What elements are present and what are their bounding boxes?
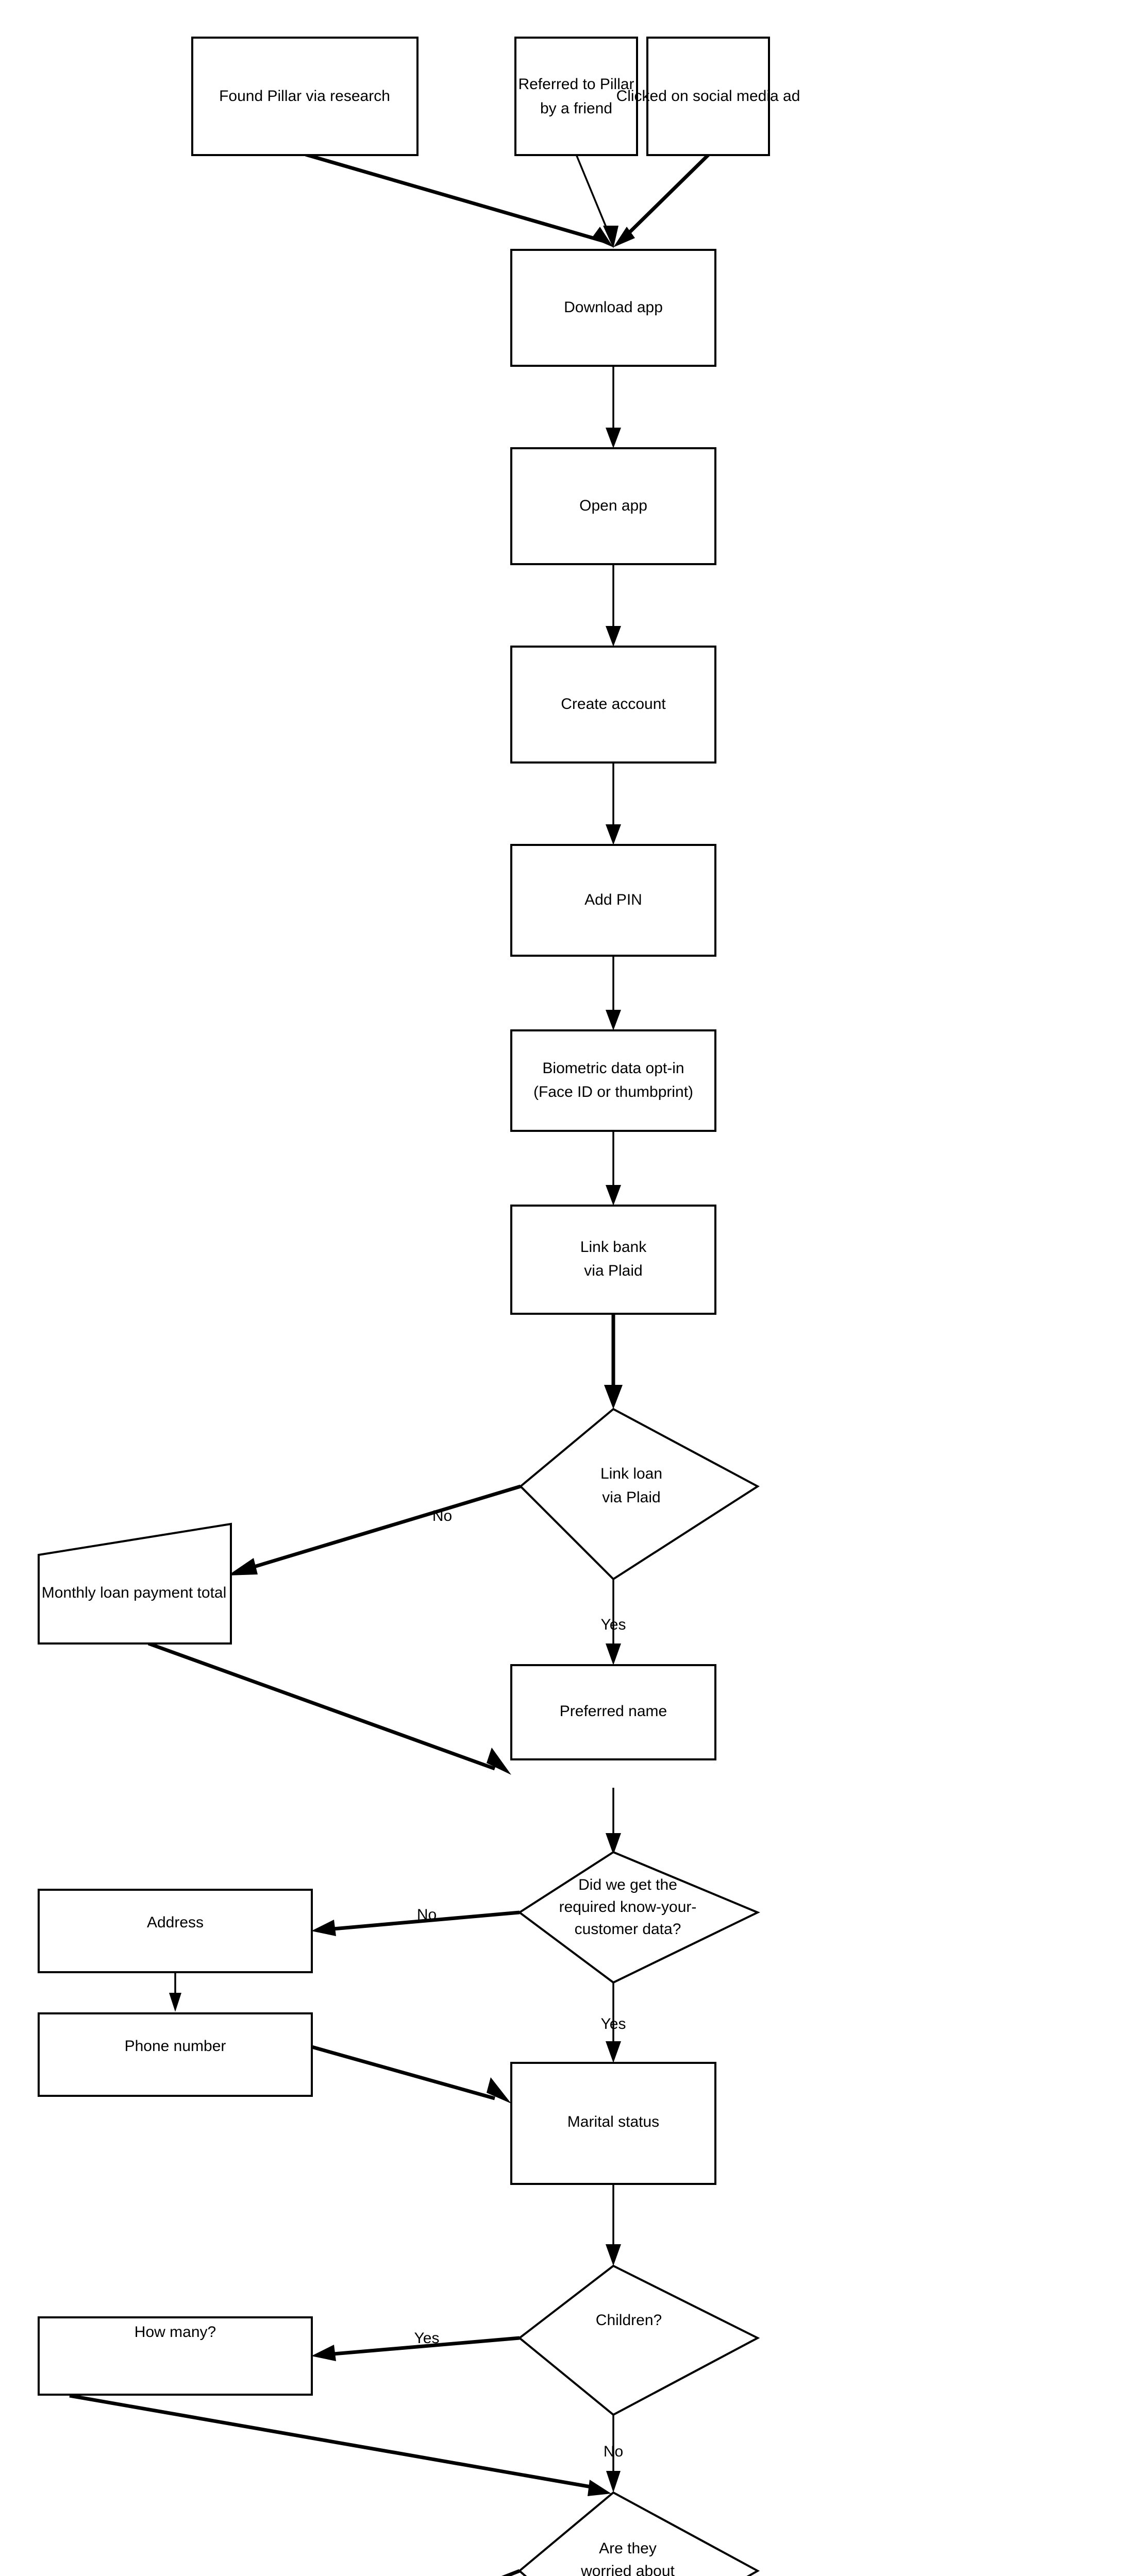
node-label: Open app bbox=[579, 497, 647, 514]
edge-found-research-to-download-app bbox=[305, 152, 613, 247]
edge-label-kyc-yes: Yes bbox=[601, 2015, 626, 2032]
node-download-app[interactable]: Download app bbox=[510, 249, 716, 367]
node-label-line2: (Face ID or thumbprint) bbox=[533, 1083, 693, 1100]
node-label-line1: Biometric data opt-in bbox=[542, 1060, 684, 1077]
node-label: Download app bbox=[564, 299, 663, 316]
node-label: Address bbox=[147, 1914, 204, 1931]
edge-kyc-no-to-address bbox=[311, 1910, 520, 1936]
edge-referred-friend-to-download-app bbox=[575, 154, 618, 248]
node-label-line3: customer data? bbox=[575, 1921, 681, 1938]
node-found-pillar-via-research[interactable]: Found Pillar via research bbox=[191, 37, 419, 156]
node-create-account[interactable]: Create account bbox=[510, 646, 716, 764]
edge-open-app-to-create-account bbox=[606, 564, 621, 647]
node-how-many[interactable]: How many? bbox=[38, 2316, 313, 2396]
node-label-line1: Referred to Pillar bbox=[518, 76, 634, 93]
edge-create-account-to-add-pin bbox=[606, 762, 621, 845]
edge-link-bank-to-link-loan bbox=[604, 1314, 623, 1409]
edge-worried-no-to-pay-smarter bbox=[501, 2569, 521, 2576]
edge-phone-number-to-marital-status bbox=[311, 2045, 511, 2104]
edge-children-yes-to-how-many bbox=[311, 2336, 520, 2361]
edge-preferred-name-to-kyc bbox=[606, 1788, 621, 1855]
edge-download-app-to-open-app bbox=[606, 366, 621, 448]
edge-label-kyc-no: No bbox=[417, 1906, 437, 1923]
node-marital-status[interactable]: Marital status bbox=[510, 2062, 716, 2185]
node-label-line1: Did we get the bbox=[578, 1876, 677, 1893]
edge-kyc-yes-to-marital-status bbox=[606, 1982, 621, 2063]
node-label-line1: Link bank bbox=[580, 1239, 647, 1256]
edge-label-link-loan-no: No bbox=[432, 1507, 452, 1524]
node-open-app[interactable]: Open app bbox=[510, 447, 716, 565]
node-label-line1: Link loan bbox=[600, 1465, 662, 1482]
node-label: Add PIN bbox=[584, 891, 642, 908]
node-label: Children? bbox=[596, 2312, 662, 2329]
node-label: Found Pillar via research bbox=[219, 88, 390, 105]
edge-how-many-to-worried-loans bbox=[69, 2394, 611, 2496]
node-label-line2: worried about bbox=[580, 2563, 675, 2576]
node-label-line2: by a friend bbox=[540, 100, 612, 117]
node-label: Phone number bbox=[125, 2038, 226, 2055]
node-children-decision[interactable]: Children? bbox=[517, 2264, 760, 2416]
node-label-line2: via Plaid bbox=[602, 1489, 660, 1506]
node-preferred-name[interactable]: Preferred name bbox=[510, 1664, 716, 1760]
node-label-line2: required know-your- bbox=[559, 1899, 697, 1916]
edge-link-loan-yes-to-preferred-name bbox=[606, 1579, 621, 1665]
node-label: How many? bbox=[135, 2324, 216, 2341]
node-label-line1: Are they bbox=[599, 2540, 657, 2557]
node-label-line2: via Plaid bbox=[584, 1262, 642, 1279]
node-clicked-on-social-media-ad[interactable]: Clicked on social media ad bbox=[616, 37, 800, 156]
edge-add-pin-to-biometric bbox=[606, 956, 621, 1030]
node-worried-about-loans-decision[interactable]: Are they worried about their loans? bbox=[517, 2491, 760, 2576]
node-label: Marital status bbox=[567, 2113, 659, 2130]
node-phone-number[interactable]: Phone number bbox=[38, 2012, 313, 2097]
edge-link-loan-no-to-monthly-total bbox=[228, 1484, 522, 1575]
edge-monthly-total-to-preferred-name bbox=[147, 1641, 511, 1775]
node-referred-to-pillar-by-friend[interactable]: Referred to Pillar by a friend bbox=[514, 37, 638, 156]
node-address[interactable]: Address bbox=[38, 1889, 313, 1973]
edge-children-no-to-worried-loans bbox=[606, 2415, 621, 2493]
node-kyc-data-decision[interactable]: Did we get the required know-your- custo… bbox=[517, 1851, 760, 1984]
node-link-loan-via-plaid-decision[interactable]: Link loan via Plaid bbox=[519, 1408, 760, 1581]
edge-label-link-loan-yes: Yes bbox=[601, 1616, 626, 1633]
edge-marital-status-to-children bbox=[606, 2183, 621, 2266]
node-label: Preferred name bbox=[560, 1703, 667, 1720]
edge-label-children-yes: Yes bbox=[414, 2330, 440, 2347]
node-link-bank-via-plaid[interactable]: Link bank via Plaid bbox=[510, 1205, 716, 1315]
node-label: Monthly loan payment total bbox=[42, 1584, 227, 1601]
node-add-pin[interactable]: Add PIN bbox=[510, 844, 716, 957]
edge-biometric-to-link-bank bbox=[606, 1131, 621, 1206]
edge-social-ad-to-download-app bbox=[613, 153, 710, 247]
edge-address-to-phone-number bbox=[169, 1972, 181, 2012]
node-monthly-loan-payment-total[interactable]: Monthly loan payment total bbox=[38, 1522, 232, 1645]
node-label: Create account bbox=[561, 696, 666, 713]
edge-label-children-no: No bbox=[604, 2443, 623, 2460]
node-biometric-data-opt-in[interactable]: Biometric data opt-in (Face ID or thumbp… bbox=[510, 1029, 716, 1132]
node-label: Clicked on social media ad bbox=[616, 88, 800, 105]
